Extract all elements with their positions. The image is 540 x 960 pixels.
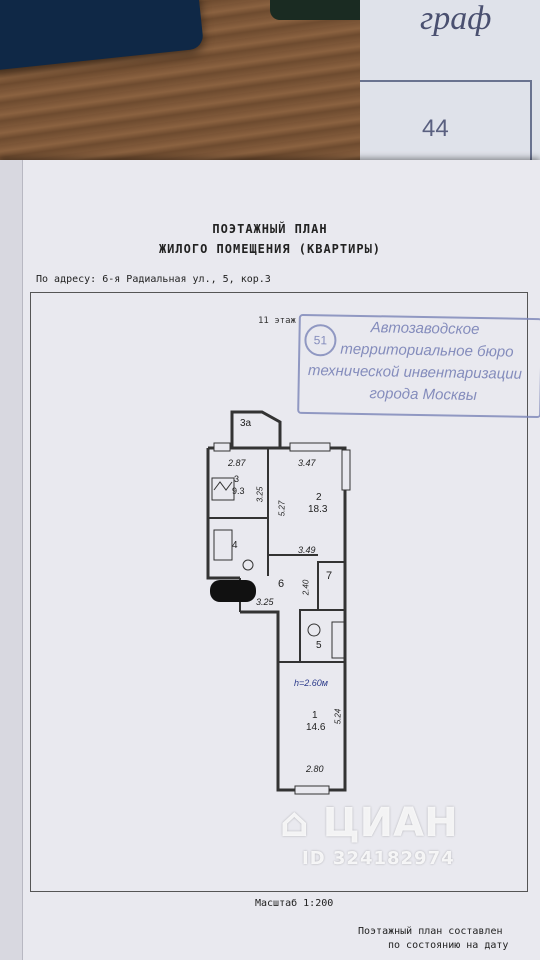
floor-label: 11 этаж xyxy=(258,316,296,326)
loggia-wall xyxy=(230,410,282,448)
background-sheet: граф 44 xyxy=(360,0,540,170)
stove-symbol xyxy=(213,481,233,491)
room-1-number: 1 xyxy=(312,710,318,721)
background-sheet-number: 44 xyxy=(422,115,449,142)
window-room2 xyxy=(289,442,331,452)
room-1-area: 14.6 xyxy=(306,722,326,733)
window-room1 xyxy=(294,785,330,795)
room-2-area: 18.3 xyxy=(308,504,328,515)
stamp-line4: города Москвы xyxy=(369,385,477,404)
dim-524: 5.24 xyxy=(333,708,343,725)
room-3-number: 3 xyxy=(234,474,240,484)
room-2-number: 2 xyxy=(316,492,322,503)
document-page xyxy=(0,160,540,960)
listing-id: ID 324182974 xyxy=(302,848,455,869)
dim-347: 3.47 xyxy=(298,458,316,468)
room-3a-number: 3а xyxy=(240,418,252,429)
room-7-number: 7 xyxy=(326,570,333,582)
room-6-number: 6 xyxy=(278,578,285,590)
bti-stamp: 51 Автозаводское территориальное бюро те… xyxy=(297,313,540,419)
scale-label: Масштаб 1:200 xyxy=(255,898,334,909)
dim-325-vertical: 3.25 xyxy=(255,486,265,503)
stamp-number: 51 xyxy=(304,323,337,357)
wall-bottom xyxy=(240,610,347,792)
toilet-fixture xyxy=(213,529,233,561)
dim-280: 2.80 xyxy=(306,764,324,774)
document-address: По адресу: 6-я Радиальная ул., 5, кор.3 xyxy=(36,274,271,285)
dim-240: 2.40 xyxy=(301,579,311,596)
window-right xyxy=(341,449,351,491)
document-title-line2: ЖИЛОГО ПОМЕЩЕНИЯ (КВАРТИРЫ) xyxy=(158,242,382,256)
stamp-line1: Автозаводское xyxy=(370,319,480,339)
redaction-mark xyxy=(210,580,256,602)
note-line1: Поэтажный план составлен xyxy=(358,926,503,937)
bathroom-room5 xyxy=(299,609,346,663)
dim-527: 5.27 xyxy=(277,500,287,517)
sink-fixture xyxy=(242,559,254,571)
dim-325-horizontal: 3.25 xyxy=(256,597,274,607)
stamp-line2: территориальное бюро xyxy=(340,340,514,361)
background-table-cell xyxy=(360,80,532,162)
bathtub-fixture xyxy=(331,621,345,659)
room-5-number: 5 xyxy=(316,640,322,651)
dim-287: 2.87 xyxy=(228,458,246,468)
stove-fixture xyxy=(211,477,235,501)
page-edge xyxy=(0,160,23,960)
washbasin-fixture xyxy=(307,623,321,637)
background-handwriting: граф xyxy=(420,0,492,37)
stamp-line3: технической инвентаризации xyxy=(307,362,523,383)
room-3-area: 9.3 xyxy=(232,486,245,496)
ceiling-height: h=2.60м xyxy=(294,678,328,688)
window-room3 xyxy=(213,442,231,452)
dim-349: 3.49 xyxy=(298,545,316,555)
document-title-line1: ПОЭТАЖНЫЙ ПЛАН xyxy=(212,222,328,236)
note-line2: по состоянию на дату xyxy=(388,940,509,951)
cian-brand: ЦИАН xyxy=(322,800,458,846)
room-4-number: 4 xyxy=(232,540,238,551)
plan-frame xyxy=(30,292,528,892)
wall-left-top xyxy=(206,448,240,580)
cian-logo: ⌂ ЦИАН xyxy=(280,800,458,846)
wall-outer-right xyxy=(208,446,347,778)
